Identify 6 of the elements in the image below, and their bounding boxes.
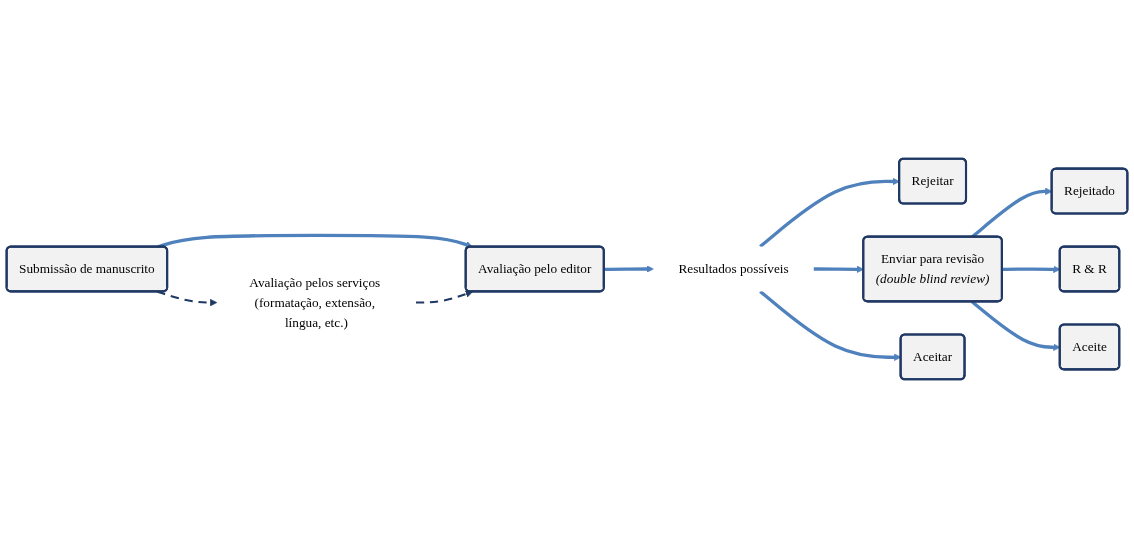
node-text: Resultados possíveis <box>678 261 789 276</box>
arrow <box>813 265 864 273</box>
arrow <box>415 290 473 304</box>
node-text: Avaliação pelos serviços (formatação, extensão, língua, etc.) <box>249 275 381 330</box>
arrow <box>604 265 654 273</box>
arrow <box>759 177 900 248</box>
